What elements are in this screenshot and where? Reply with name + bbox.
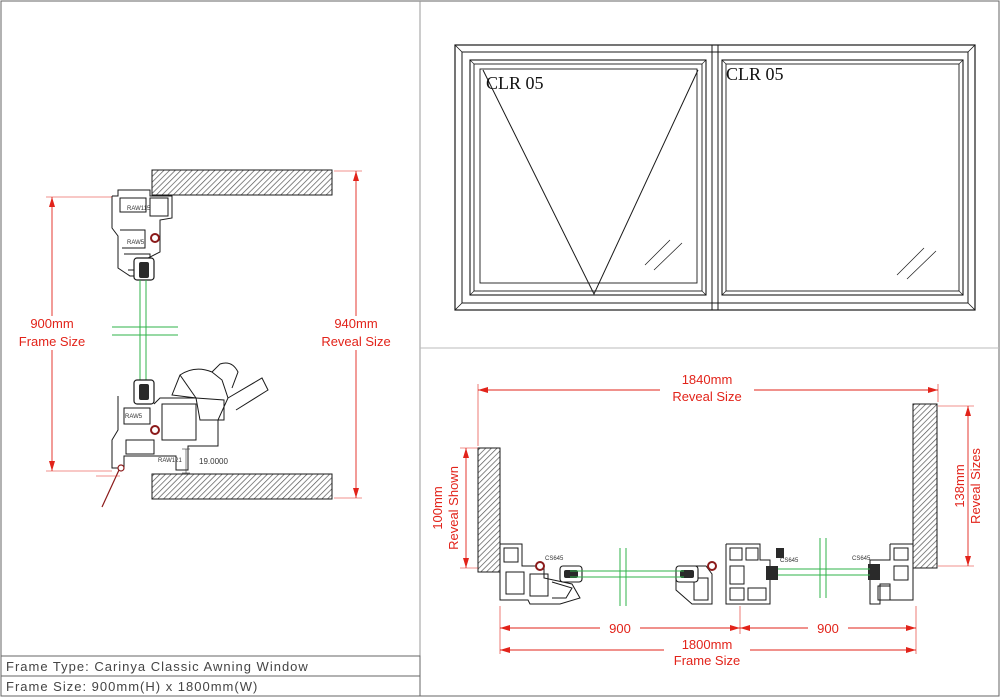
svg-text:CS645: CS645 <box>545 556 564 562</box>
sill-seal <box>150 425 160 435</box>
svg-text:CS645: CS645 <box>852 556 871 562</box>
small-dimension: 19.0000 <box>199 457 228 466</box>
right-pane-label: CLR 05 <box>726 64 784 84</box>
head-wall <box>151 169 333 196</box>
reveal-height-value: 940mm <box>334 316 377 331</box>
frame-height-label: Frame Size <box>19 334 85 349</box>
horizontal-glass <box>570 538 870 606</box>
reveal-sizes-dimension <box>938 405 974 567</box>
svg-text:RAW5: RAW5 <box>127 240 145 246</box>
svg-text:RAW5: RAW5 <box>125 414 143 420</box>
fixing-lug <box>101 469 120 508</box>
vertical-glass <box>112 280 178 382</box>
head-gasket <box>139 262 149 278</box>
vertical-section: RAW115 RAW5 RAW5 RAW121 <box>12 169 398 508</box>
reveal-sizes-label: Reveal Sizes <box>968 448 983 524</box>
frame-type-text: Frame Type: Carinya Classic Awning Windo… <box>6 659 309 674</box>
reveal-shown-label: Reveal Shown <box>446 466 461 550</box>
frame-width-value: 1800mm <box>682 637 733 652</box>
left-jamb-wall <box>477 447 501 573</box>
left-jamb-frame <box>499 543 581 605</box>
reveal-shown-dimension <box>460 447 478 569</box>
right-jamb-wall <box>912 403 938 569</box>
title-block: Frame Type: Carinya Classic Awning Windo… <box>0 655 421 697</box>
svg-text:RAW121: RAW121 <box>158 458 182 464</box>
horizontal-section: CS645 CS645 CS645 1840mm Reveal Size 100… <box>430 372 983 670</box>
reveal-sizes-value: 138mm <box>952 464 967 507</box>
sill-wall <box>151 473 333 500</box>
frame-size-text: Frame Size: 900mm(H) x 1800mm(W) <box>6 679 258 694</box>
right-jamb-frame <box>869 543 914 605</box>
reveal-height-label: Reveal Size <box>321 334 390 349</box>
frame-height-value: 900mm <box>30 316 73 331</box>
frame-width-label: Frame Size <box>674 653 740 668</box>
sash-right-width: 900 <box>817 621 839 636</box>
svg-text:CS645: CS645 <box>780 558 799 564</box>
center-mullion <box>675 543 771 605</box>
window-elevation <box>454 44 976 311</box>
reveal-shown-value: 100mm <box>430 486 445 529</box>
sill-frame-profile <box>111 362 269 471</box>
svg-text:RAW115: RAW115 <box>127 206 151 212</box>
reveal-width-value: 1840mm <box>682 372 733 387</box>
sill-gasket <box>139 384 149 400</box>
sash-left-width: 900 <box>609 621 631 636</box>
reveal-width-label: Reveal Size <box>672 389 741 404</box>
left-pane-label: CLR 05 <box>486 73 544 93</box>
head-seal <box>150 233 160 243</box>
